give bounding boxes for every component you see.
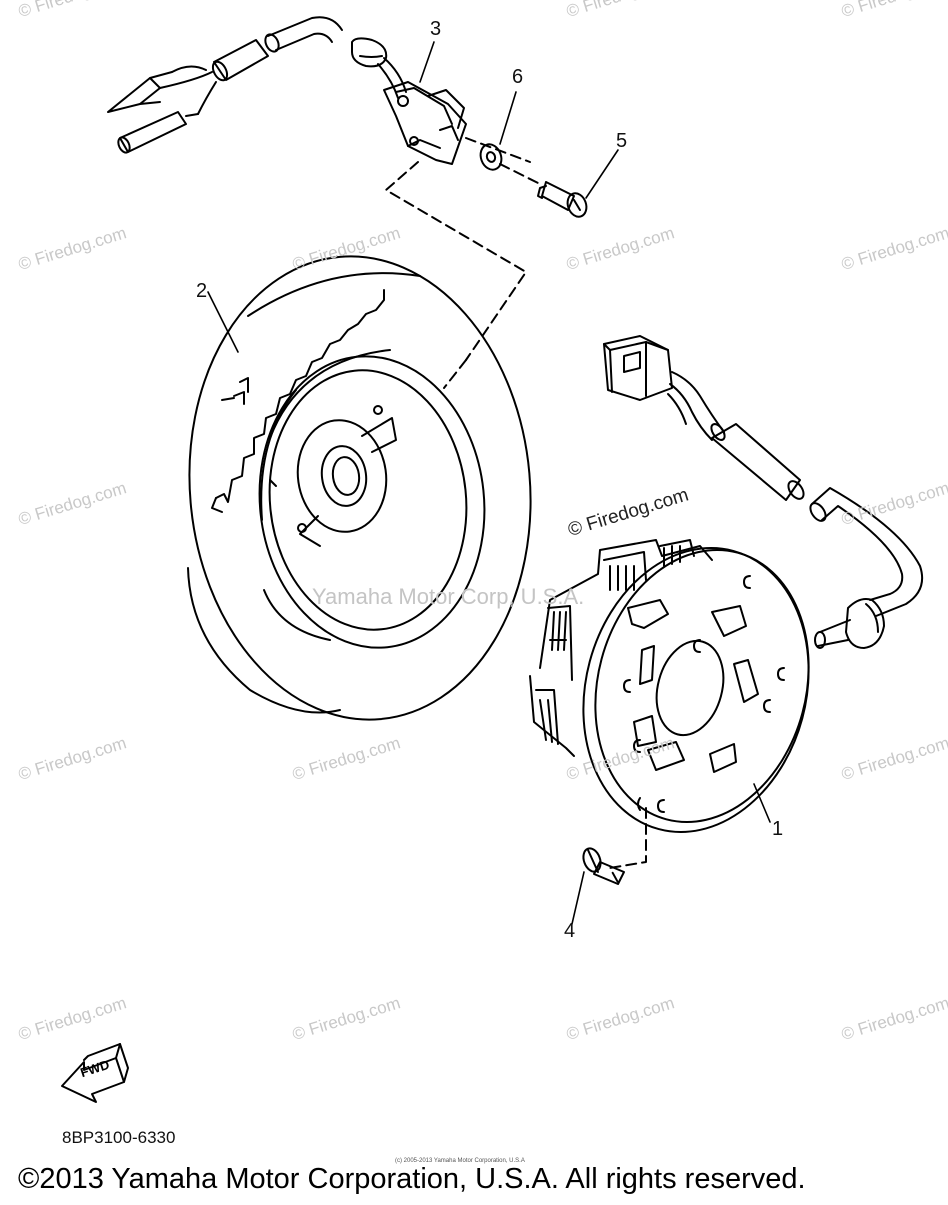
assembly-dashed-lines-stator — [609, 807, 647, 887]
callout-part-1: 1 — [772, 818, 784, 840]
callout-part-2: 2 — [196, 280, 208, 302]
washer-part-6 — [479, 143, 503, 171]
fwd-arrow-icon — [61, 1043, 129, 1103]
callout-part-3: 3 — [430, 18, 442, 40]
screw-part-4 — [582, 847, 625, 885]
screw-part-5 — [537, 181, 588, 218]
watermark-center-text: Yamaha Motor Corp, U.S.A. — [312, 584, 585, 609]
diagram-code: 8BP3100-6330 — [62, 1128, 176, 1147]
callout-part-4: 4 — [564, 920, 576, 942]
callout-part-6: 6 — [512, 66, 524, 88]
stator-assembly — [529, 335, 924, 833]
pulser-coil-assembly — [107, 16, 467, 165]
assembly-dashed-lines-flywheel — [443, 359, 467, 389]
callout-part-5: 5 — [616, 130, 628, 152]
copyright-notice: ©2013 Yamaha Motor Corporation, U.S.A. A… — [18, 1163, 806, 1195]
callout-leader-lines — [207, 41, 771, 925]
flywheel-rotor — [187, 255, 532, 721]
assembly-dashed-lines-top — [385, 137, 541, 361]
fine-print: (c) 2005-2013 Yamaha Motor Corporation, … — [395, 1158, 525, 1164]
